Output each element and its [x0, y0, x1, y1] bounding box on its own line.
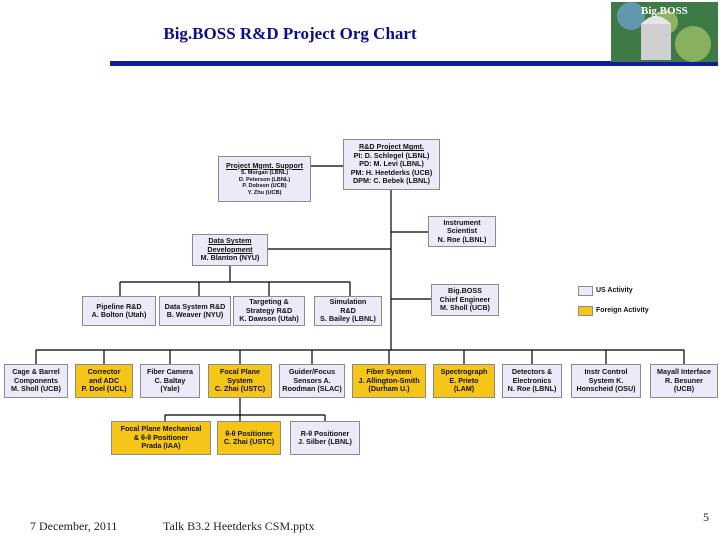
spectrograph-box: Spectrograph E. Prieto (LAM) — [433, 364, 495, 398]
pipeline-rd-box: Pipeline R&D A. Bolton (Utah) — [82, 296, 156, 326]
box-lead: S. Bailey (LBNL) — [320, 315, 376, 323]
footer-date: 7 December, 2011 — [30, 519, 117, 534]
cage-barrel-box: Cage & Barrel Components M. Sholl (UCB) — [4, 364, 68, 398]
project-support-member: Y. Zhu (UCB) — [248, 190, 282, 197]
project-support-member: P. Dobson (UCB) — [242, 183, 286, 190]
data-system-rd-box: Data System R&D B. Weaver (NYU) — [159, 296, 231, 326]
guider-focus-box: Guider/Focus Sensors A. Roodman (SLAC) — [279, 364, 345, 398]
project-support-member: S. Morgan (LBNL) — [241, 170, 288, 177]
fiber-camera-box: Fiber Camera C. Baltay (Yale) — [140, 364, 200, 398]
box-lead: M. Sholl (UCB) — [11, 385, 61, 393]
box-lead: Prada (IAA) — [141, 442, 180, 450]
fiber-system-box: Fiber System J. Allington-Smith (Durham … — [352, 364, 426, 398]
box-lead: Roodman (SLAC) — [282, 385, 342, 393]
box-lead: Honscheid (OSU) — [576, 385, 635, 393]
box-lead: K. Dawson (Utah) — [239, 315, 299, 323]
corrector-adc-box: Corrector and ADC P. Doel (UCL) — [75, 364, 133, 398]
instrument-scientist-name: N. Roe (LBNL) — [438, 236, 487, 244]
box-lead: J. Silber (LBNL) — [298, 438, 352, 446]
box-lead: (Durham U.) — [368, 385, 409, 393]
r-theta-positioner-box: R-θ Positioner J. Silber (LBNL) — [290, 421, 360, 455]
box-lead: A. Bolton (Utah) — [92, 311, 147, 319]
focal-plane-system-box: Focal Plane System C. Zhai (USTC) — [208, 364, 272, 398]
box-lead: C. Zhai (USTC) — [224, 438, 274, 446]
data-systems-name: M. Blanton (NYU) — [201, 254, 260, 262]
legend-swatch-us — [578, 286, 593, 296]
box-lead: B. Weaver (NYU) — [167, 311, 224, 319]
footer-talk: Talk B3.2 Heetderks CSM.pptx — [163, 519, 314, 534]
box-lead: P. Doel (UCL) — [82, 385, 127, 393]
data-systems-box: Data System Development M. Blanton (NYU) — [192, 234, 268, 266]
instr-control-box: Instr Control System K. Honscheid (OSU) — [571, 364, 641, 398]
targeting-strategy-box: Targeting & Strategy R&D K. Dawson (Utah… — [233, 296, 305, 326]
legend-label-us: US Activity — [596, 287, 633, 294]
legend-label-foreign: Foreign Activity — [596, 307, 649, 314]
project-support-member: D. Peterson (LBNL) — [239, 177, 290, 184]
project-support-title: Project Mgmt. Support — [226, 162, 303, 170]
box-lead: (UCB) — [674, 385, 694, 393]
box-lead: (Yale) — [160, 385, 179, 393]
project-mgmt-box: R&D Project Mgmt. PI: D. Schlegel (LBNL)… — [343, 139, 440, 190]
mayall-interface-box: Mayall Interface R. Besuner (UCB) — [650, 364, 718, 398]
box-lead: C. Zhai (USTC) — [215, 385, 265, 393]
page-number: 5 — [703, 510, 709, 525]
detectors-electronics-box: Detectors & Electronics N. Roe (LBNL) — [502, 364, 562, 398]
box-lead: (LAM) — [454, 385, 474, 393]
theta-theta-positioner-box: θ-θ Positioner C. Zhai (USTC) — [217, 421, 281, 455]
chief-engineer-name: M. Sholl (UCB) — [440, 304, 490, 312]
legend-swatch-foreign — [578, 306, 593, 316]
box-lead: N. Roe (LBNL) — [508, 385, 557, 393]
instrument-scientist-box: Instrument Scientist N. Roe (LBNL) — [428, 216, 496, 247]
project-mgmt-dpm: DPM: C. Bebek (LBNL) — [353, 177, 430, 185]
simulation-rd-box: Simulation R&D S. Bailey (LBNL) — [314, 296, 382, 326]
chief-engineer-box: Big.BOSS Chief Engineer M. Sholl (UCB) — [431, 284, 499, 316]
project-support-box: Project Mgmt. Support S. Morgan (LBNL) D… — [218, 156, 311, 202]
focal-plane-mechanical-box: Focal Plane Mechanical & θ-θ Positioner … — [111, 421, 211, 455]
